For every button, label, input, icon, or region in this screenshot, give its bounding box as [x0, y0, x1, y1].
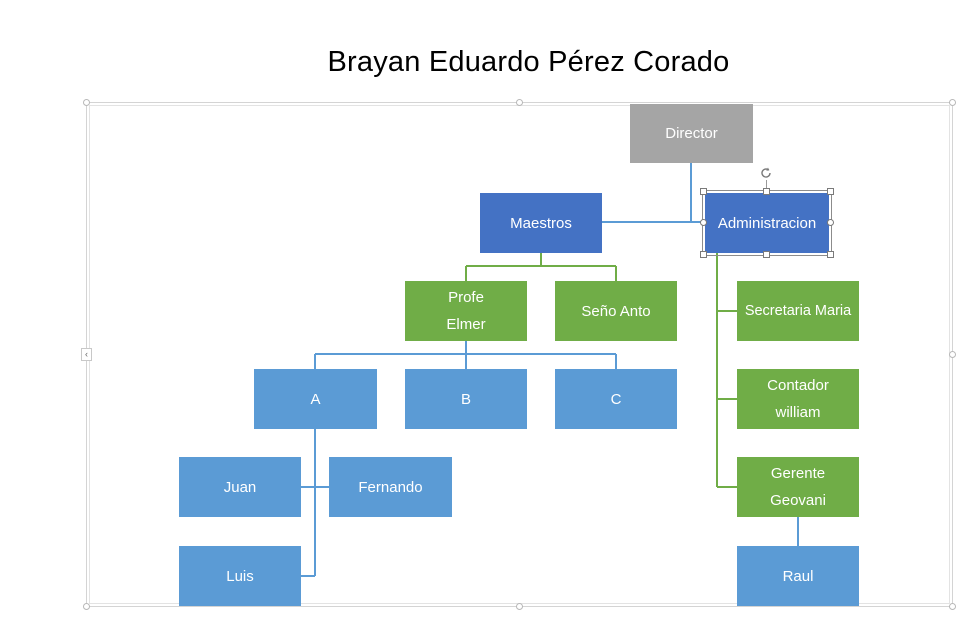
node-contador-william[interactable]: Contador william — [737, 369, 859, 429]
frame-handle-bottom-left[interactable] — [83, 603, 90, 610]
selection-handle-top-left[interactable] — [700, 188, 707, 195]
node-luis[interactable]: Luis — [179, 546, 301, 606]
selection-handle-bottom-middle[interactable] — [763, 251, 770, 258]
node-administracion-label: Administracion — [717, 214, 817, 232]
selection-handle-bottom-left[interactable] — [700, 251, 707, 258]
node-fernando-label: Fernando — [358, 478, 423, 496]
node-maestros[interactable]: Maestros — [480, 193, 602, 253]
frame-handle-top-right[interactable] — [949, 99, 956, 106]
node-seno-anto[interactable]: Seño Anto — [555, 281, 677, 341]
node-gerente-geovani[interactable]: Gerente Geovani — [737, 457, 859, 517]
frame-handle-middle-right[interactable] — [949, 351, 956, 358]
selection-handle-bottom-right[interactable] — [827, 251, 834, 258]
node-fernando[interactable]: Fernando — [329, 457, 452, 517]
node-raul-label: Raul — [782, 567, 814, 585]
node-secretaria-maria-label: Secretaria Maria — [744, 302, 852, 319]
diagram-title: Brayan Eduardo Pérez Corado — [327, 46, 730, 78]
frame-handle-top-left[interactable] — [83, 99, 90, 106]
node-seno-anto-label: Seño Anto — [581, 302, 651, 320]
node-profe-elmer[interactable]: Profe Elmer — [405, 281, 527, 341]
node-c[interactable]: C — [555, 369, 677, 429]
node-luis-label: Luis — [226, 567, 254, 585]
node-c-label: C — [610, 390, 622, 408]
rotate-icon[interactable] — [759, 166, 773, 180]
node-administracion[interactable]: Administracion — [702, 190, 832, 256]
node-juan-label: Juan — [223, 478, 257, 496]
node-gerente-geovani-label: Gerente Geovani — [770, 465, 826, 509]
selection-handle-top-middle[interactable] — [763, 188, 770, 195]
rotate-handle-stem — [766, 180, 767, 188]
frame-handle-bottom-middle[interactable] — [516, 603, 523, 610]
node-director-label: Director — [665, 125, 718, 142]
node-profe-elmer-label: Profe Elmer — [446, 289, 486, 333]
selection-handle-middle-left[interactable] — [700, 219, 707, 226]
node-raul[interactable]: Raul — [737, 546, 859, 606]
node-secretaria-maria[interactable]: Secretaria Maria — [737, 281, 859, 341]
node-a[interactable]: A — [254, 369, 377, 429]
node-a-label: A — [310, 390, 321, 408]
node-b[interactable]: B — [405, 369, 527, 429]
selection-handle-middle-right[interactable] — [827, 219, 834, 226]
node-b-label: B — [460, 390, 471, 408]
selection-handle-top-right[interactable] — [827, 188, 834, 195]
chevron-left-icon[interactable]: ‹ — [81, 348, 92, 361]
node-contador-william-label: Contador william — [767, 377, 829, 421]
node-juan[interactable]: Juan — [179, 457, 301, 517]
node-director[interactable]: Director — [630, 104, 753, 163]
node-maestros-label: Maestros — [510, 214, 572, 232]
frame-handle-top-middle[interactable] — [516, 99, 523, 106]
frame-handle-bottom-right[interactable] — [949, 603, 956, 610]
